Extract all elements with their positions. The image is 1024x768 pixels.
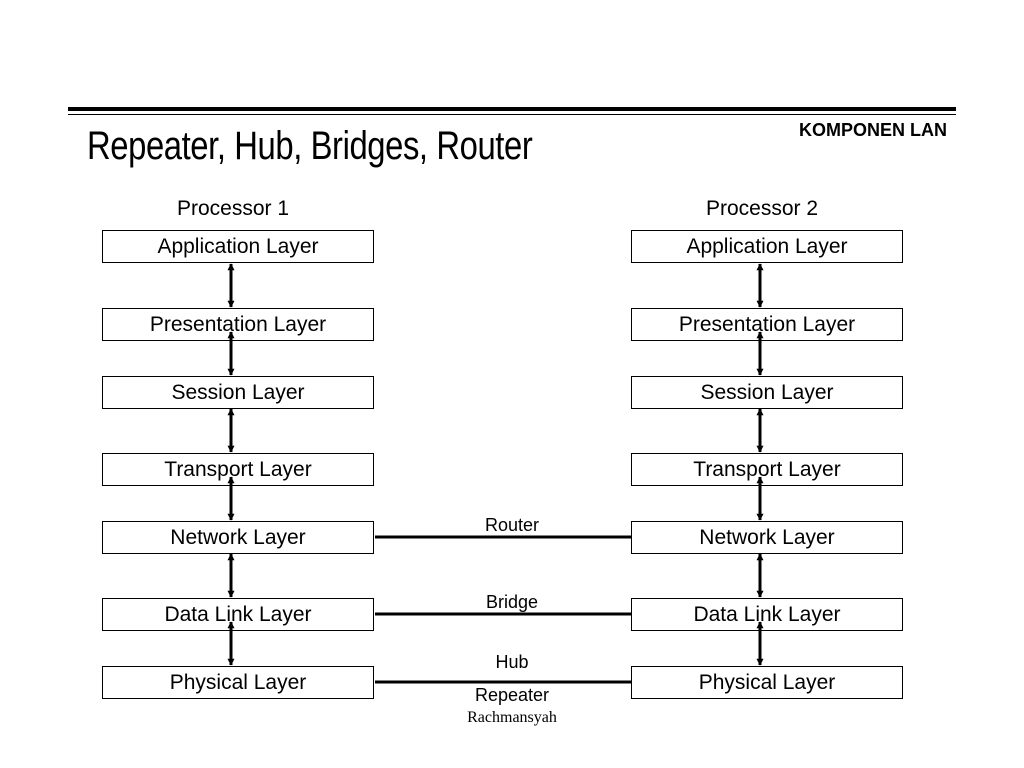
p2-physical-layer: Physical Layer <box>631 666 903 699</box>
p2-application-layer: Application Layer <box>631 230 903 263</box>
p1-data-link-layer: Data Link Layer <box>102 598 374 631</box>
p2-data-link-layer: Data Link Layer <box>631 598 903 631</box>
router-label: Router <box>484 515 540 535</box>
p2-presentation-layer: Presentation Layer <box>631 308 903 341</box>
hub-label: Hub <box>495 652 529 672</box>
slide-title: Repeater, Hub, Bridges, Router <box>87 124 533 168</box>
p2-transport-layer: Transport Layer <box>631 453 903 486</box>
p1-session-layer: Session Layer <box>102 376 374 409</box>
p2-session-layer: Session Layer <box>631 376 903 409</box>
bridge-label: Bridge <box>485 592 539 612</box>
repeater-label: Repeater <box>474 685 550 705</box>
p1-presentation-layer: Presentation Layer <box>102 308 374 341</box>
header-rule-thick <box>68 107 956 111</box>
p2-network-layer: Network Layer <box>631 521 903 554</box>
processor-2-label: Processor 2 <box>705 197 819 220</box>
p1-network-layer: Network Layer <box>102 521 374 554</box>
section-label: KOMPONEN LAN <box>799 120 947 140</box>
footer-author: Rachmansyah <box>467 709 557 726</box>
p1-physical-layer: Physical Layer <box>102 666 374 699</box>
processor-1-label: Processor 1 <box>176 197 290 220</box>
p1-application-layer: Application Layer <box>102 230 374 263</box>
p1-transport-layer: Transport Layer <box>102 453 374 486</box>
header-rule-thin <box>68 114 956 115</box>
